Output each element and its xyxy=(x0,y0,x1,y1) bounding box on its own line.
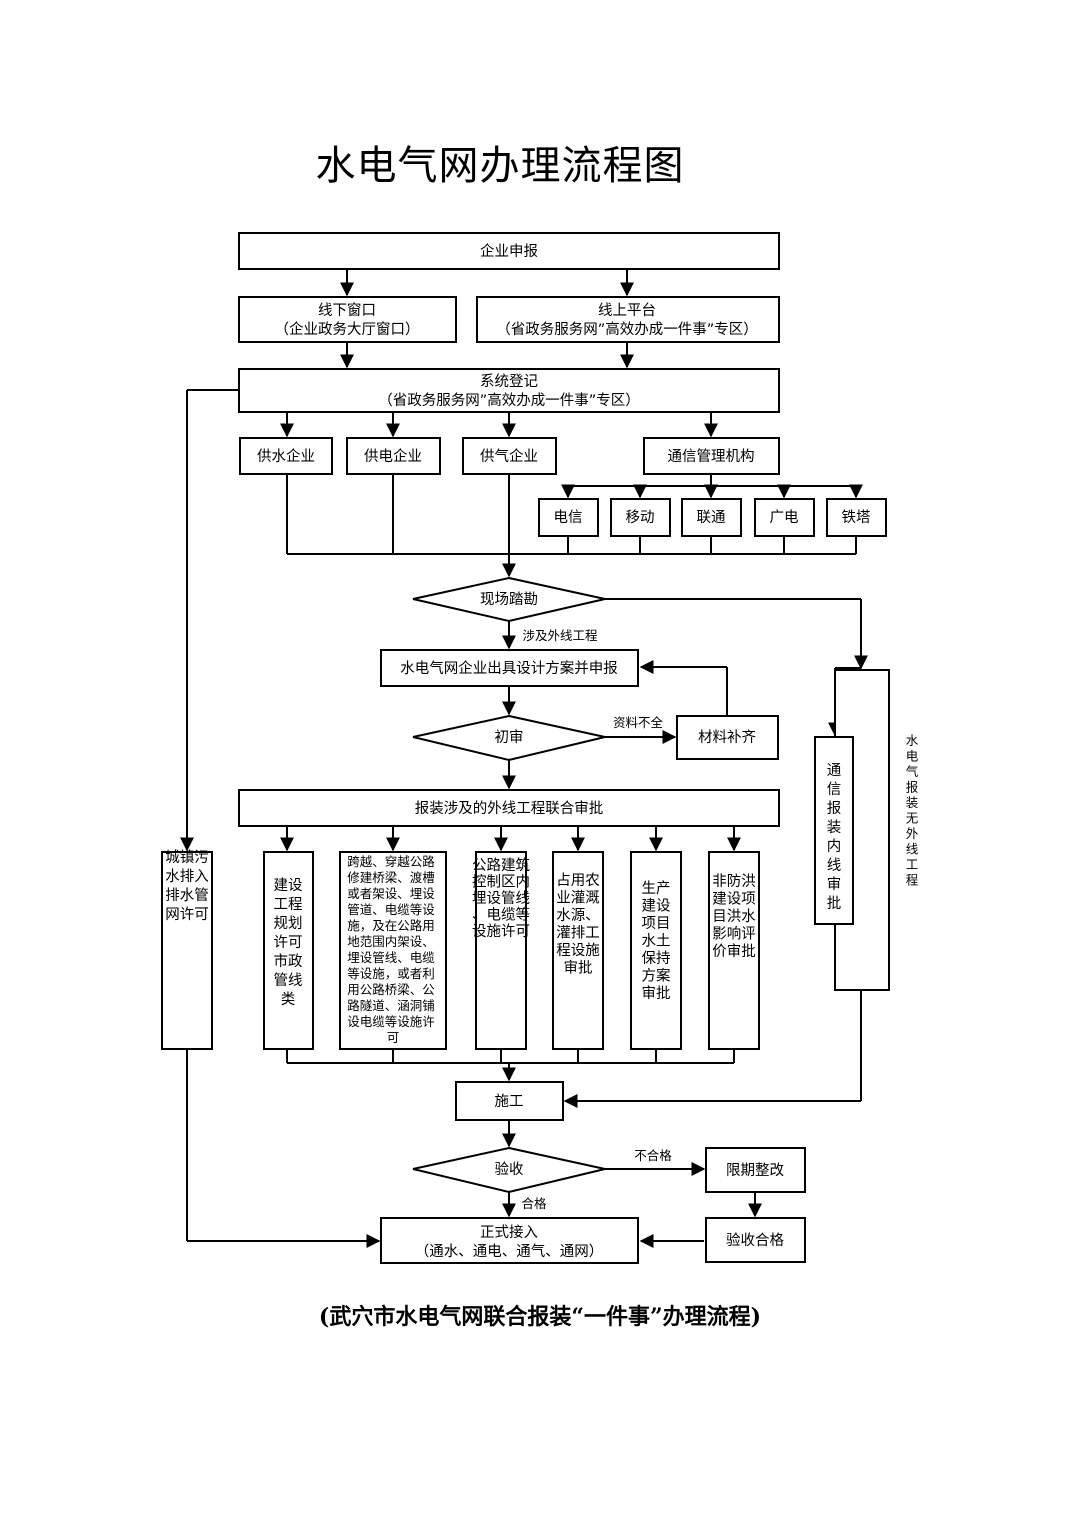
joint-label: 报装涉及的外线工程联合审批 xyxy=(415,800,604,817)
operator-unicom-label: 联通 xyxy=(697,509,726,526)
planning-permit-node: 建设工程规划许可市政管线类 xyxy=(263,851,314,1050)
construction-label: 施工 xyxy=(495,1093,524,1110)
edge-label-fail: 不合格 xyxy=(634,1148,672,1163)
page-title: 水电气网办理流程图 xyxy=(315,143,685,189)
soil-label: 生产建设项目水土保持方案审批 xyxy=(642,880,671,1002)
operator-broadcast-node: 广电 xyxy=(754,498,815,537)
rectify-label: 限期整改 xyxy=(726,1162,784,1179)
apply-label: 企业申报 xyxy=(480,242,538,260)
planning-label: 建设工程规划许可市政管线类 xyxy=(274,877,303,1008)
formal-connection-node: 正式接入 （通水、通电、通气、通网） xyxy=(380,1217,639,1264)
power-supplier-node: 供电企业 xyxy=(346,437,441,475)
sewage-label: 城镇污水排入排水管网许可 xyxy=(165,849,209,923)
preliminary-review-decision: 初审 xyxy=(412,714,606,762)
edge-label-external: 涉及外线工程 xyxy=(522,628,598,643)
telecom-internal-approval-node: 通信报装内线审批 xyxy=(814,736,854,925)
accepted-label: 验收合格 xyxy=(726,1232,784,1249)
operator-unicom-node: 联通 xyxy=(681,498,742,537)
operator-mobile-label: 移动 xyxy=(626,509,655,526)
water-supplier-node: 供水企业 xyxy=(239,437,333,475)
flood-label: 非防洪建设项目洪水影响评价审批 xyxy=(712,873,756,960)
edge-label-pass: 合格 xyxy=(521,1196,547,1211)
telecom-internal-label: 通信报装内线审批 xyxy=(827,762,842,912)
gas-supplier-node: 供气企业 xyxy=(462,437,557,475)
offline-window-node: 线下窗口 （企业政务大厅窗口） xyxy=(238,296,457,343)
offline-label: 线下窗口 xyxy=(318,301,376,319)
gas-label: 供气企业 xyxy=(480,447,538,465)
register-label: 系统登记 xyxy=(480,373,538,390)
caption: (武穴市水电气网联合报装“一件事”办理流程) xyxy=(318,1304,762,1330)
building-zone-label: 公路建筑控制区内埋设管线、电缆等设施许可 xyxy=(472,857,530,940)
operator-telecom-label: 电信 xyxy=(554,509,583,526)
connect-label: 正式接入 xyxy=(480,1224,538,1241)
flood-impact-permit-node: 非防洪建设项目洪水影响评价审批 xyxy=(708,851,760,1050)
acceptance-decision: 验收 xyxy=(412,1146,606,1194)
offline-sublabel: （企业政务大厅窗口） xyxy=(275,320,420,338)
survey-label: 现场踏勘 xyxy=(480,591,538,608)
rectify-node: 限期整改 xyxy=(705,1147,806,1193)
operator-telecom-node: 电信 xyxy=(538,498,599,537)
power-label: 供电企业 xyxy=(364,447,422,465)
telecom-authority-node: 通信管理机构 xyxy=(643,437,780,475)
online-platform-node: 线上平台 （省政务服务网”高效办成一件事”专区） xyxy=(476,296,780,343)
design-label: 水电气网企业出具设计方案并申报 xyxy=(400,659,618,677)
accepted-node: 验收合格 xyxy=(705,1217,806,1263)
acceptance-label: 验收 xyxy=(495,1161,524,1178)
online-label: 线上平台 xyxy=(598,302,656,319)
online-sublabel: （省政务服务网”高效办成一件事”专区） xyxy=(496,321,758,338)
soil-conservation-permit-node: 生产建设项目水土保持方案审批 xyxy=(630,851,682,1050)
no-external-label: 水电气报装无外线工程 xyxy=(906,733,919,888)
telecom-authority-label: 通信管理机构 xyxy=(668,448,755,465)
farm-label: 占用农业灌溉水源、灌排工程设施审批 xyxy=(556,872,600,977)
construction-node: 施工 xyxy=(455,1081,564,1121)
edge-label-incomplete: 资料不全 xyxy=(613,715,664,730)
apply-node: 企业申报 xyxy=(238,232,780,270)
sewage-permit-node: 城镇污水排入排水管网许可 xyxy=(161,849,213,1050)
supplement-label: 材料补齐 xyxy=(698,729,756,746)
connectors xyxy=(180,269,868,1248)
supplement-node: 材料补齐 xyxy=(676,715,779,760)
system-register-node: 系统登记 （省政务服务网”高效办成一件事”专区） xyxy=(238,368,780,413)
preliminary-label: 初审 xyxy=(495,729,524,746)
water-label: 供水企业 xyxy=(257,447,315,465)
connect-sublabel: （通水、通电、通气、通网） xyxy=(415,1243,604,1260)
highway-label: 跨越、穿越公路 修建桥梁、渡槽 或者架设、埋设 管道、电缆等设 施，及在公路用 … xyxy=(347,854,439,1045)
operator-broadcast-label: 广电 xyxy=(770,509,799,526)
operator-tower-label: 铁塔 xyxy=(842,509,871,526)
design-node: 水电气网企业出具设计方案并申报 xyxy=(380,649,639,687)
operator-mobile-node: 移动 xyxy=(610,498,671,537)
building-zone-permit-node: 公路建筑控制区内埋设管线、电缆等设施许可 xyxy=(472,851,530,1050)
register-sublabel: （省政务服务网”高效办成一件事”专区） xyxy=(378,392,640,409)
farm-irrigation-permit-node: 占用农业灌溉水源、灌排工程设施审批 xyxy=(552,851,604,1050)
joint-approval-node: 报装涉及的外线工程联合审批 xyxy=(238,789,780,827)
operator-tower-node: 铁塔 xyxy=(826,498,887,537)
highway-permit-node: 跨越、穿越公路 修建桥梁、渡槽 或者架设、埋设 管道、电缆等设 施，及在公路用 … xyxy=(339,851,447,1050)
site-survey-decision: 现场踏勘 xyxy=(412,576,606,623)
